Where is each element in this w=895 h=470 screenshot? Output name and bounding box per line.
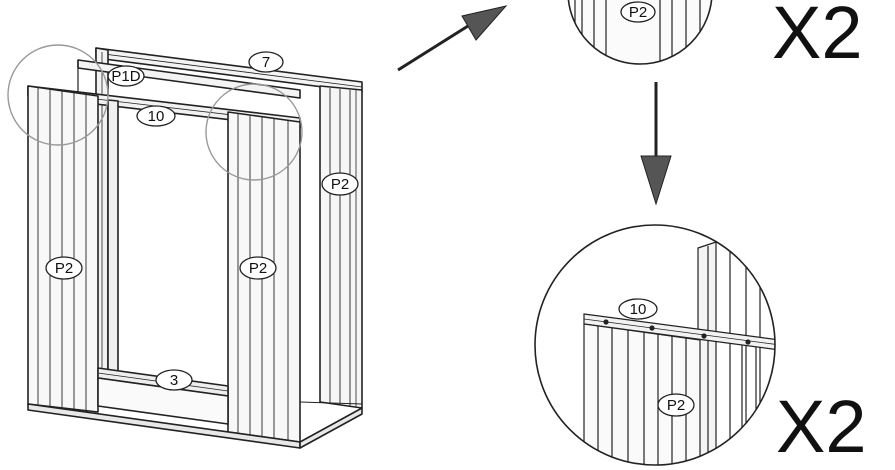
back-right-post [319,85,363,409]
svg-text:3: 3 [170,372,178,389]
multiplier-top: X2 [772,0,863,74]
svg-text:P2: P2 [629,4,647,21]
label-frame-middle-post: P2 [239,256,277,280]
detail-bottom: 10 P2 [534,224,776,466]
floor-base [27,401,363,449]
label-frame-top-corner: P1D [107,65,145,87]
label-frame-sill: 3 [155,369,193,391]
detail-top: P2 [567,0,713,65]
svg-text:P2: P2 [55,260,73,277]
svg-text:P2: P2 [667,397,685,414]
svg-text:7: 7 [262,54,270,71]
label-frame-left-post: P2 [45,256,83,280]
arrow-to-top-detail [397,5,508,72]
svg-text:10: 10 [630,301,647,318]
svg-text:P2: P2 [331,176,349,193]
callout-circle-left [7,44,109,146]
inner-door-post-left [107,99,119,373]
front-left-post [27,60,99,413]
label-detail-top-post: P2 [620,1,656,23]
svg-text:10: 10 [148,108,165,125]
label-frame-lintel: 10 [136,105,176,127]
label-detail-bottom-post: P2 [657,393,695,417]
label-frame-right-post: P2 [321,172,359,196]
arrow-to-bottom-detail [640,82,672,206]
label-frame-top: 7 [248,51,284,73]
svg-text:P1D: P1D [111,68,140,85]
wall-frame [27,47,363,449]
svg-text:P2: P2 [249,260,267,277]
callout-circle-right [205,83,303,181]
multiplier-bottom: X2 [776,385,867,468]
label-detail-bottom-lintel: 10 [618,298,658,320]
